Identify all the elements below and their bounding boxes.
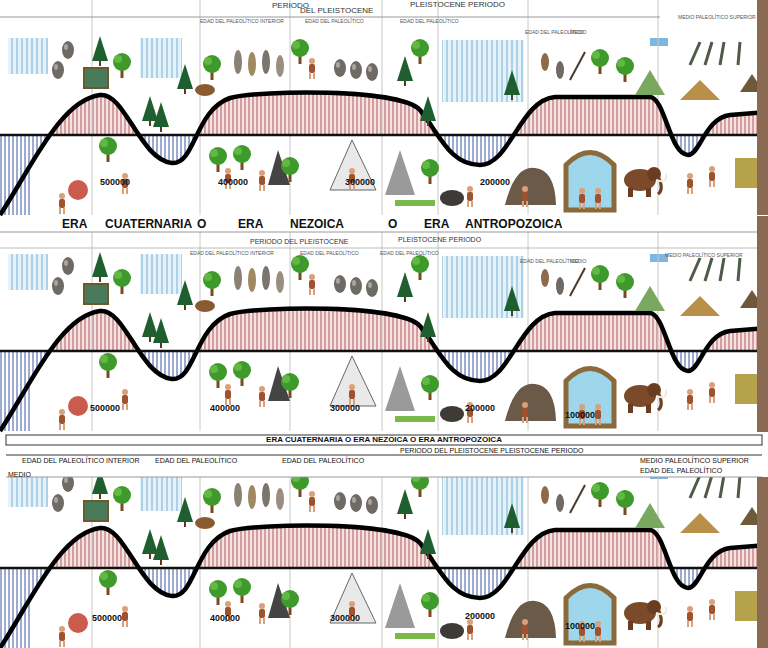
period-label: DEL PLEISTOCENE xyxy=(300,7,373,15)
title-row xyxy=(6,435,762,445)
age-label: EDAD DEL PALEOLÍTICO xyxy=(640,467,722,474)
year-number: 300000 xyxy=(330,404,360,413)
border-bar xyxy=(757,477,768,648)
era-word: O xyxy=(197,218,206,230)
header-line xyxy=(0,17,660,18)
age-label: EDAD DEL PALEOLÍTICO INTERIOR xyxy=(22,457,139,464)
age-label: MEDIO xyxy=(570,30,586,35)
period-label: PLEISTOCENE PERIODO xyxy=(398,236,481,243)
age-label: EDAD DEL PALEOLÍTICO xyxy=(520,259,579,264)
climate-strip-bottom xyxy=(0,433,768,648)
age-label: MEDIO xyxy=(570,259,586,264)
year-number: 100000 xyxy=(565,411,595,420)
age-label: EDAD DEL PALEOLÍTICO xyxy=(282,457,364,464)
era-word: ERA xyxy=(62,218,87,230)
year-number: 200000 xyxy=(480,178,510,187)
header-band xyxy=(0,216,768,232)
year-number: 400000 xyxy=(210,404,240,413)
era-word: ERA xyxy=(238,218,263,230)
age-label: EDAD DEL PALEOLÍTICO xyxy=(380,251,439,256)
year-number: 200000 xyxy=(465,612,495,621)
period-label: PLEISTOCENE PERIODO xyxy=(410,1,505,9)
age-label: MEDIO PALEOLÍTICO SUPERIOR xyxy=(665,253,743,258)
year-number: 400000 xyxy=(210,614,240,623)
year-number: 300000 xyxy=(330,614,360,623)
age-label: EDAD DEL PALEOLÍTICO INTERIOR xyxy=(200,19,284,24)
period-label: PERIODO DEL PLEISTOCENE xyxy=(250,238,348,245)
era-word: ERA xyxy=(424,218,449,230)
age-label: EDAD DEL PALEOLÍTICO xyxy=(155,457,237,464)
age-label: MEDIO PALEOLÍTICO SUPERIOR xyxy=(640,457,749,464)
era-word: NEZOICA xyxy=(290,218,344,230)
age-label: EDAD DEL PALEOLÍTICO xyxy=(400,19,459,24)
header-line xyxy=(6,455,762,456)
period-label: PERIODO DEL PLEISTOCENE PLEISTOCENE PERI… xyxy=(400,447,583,454)
year-number: 500000 xyxy=(100,178,130,187)
year-number: 300000 xyxy=(345,178,375,187)
header-line xyxy=(0,232,760,233)
era-word: ANTROPOZOICA xyxy=(465,218,562,230)
year-number: 200000 xyxy=(465,404,495,413)
year-number: 500000 xyxy=(92,614,122,623)
age-label: EDAD DEL PALEOLÍTICO xyxy=(305,19,364,24)
climate-strip-middle xyxy=(0,216,768,431)
age-label: EDAD DEL PALEOLÍTICO INTERIOR xyxy=(190,251,274,256)
era-word: CUATERNARIA xyxy=(105,218,192,230)
year-number: 500000 xyxy=(90,404,120,413)
age-label: MEDIO PALEOLÍTICO SUPERIOR xyxy=(678,15,756,20)
border-bar xyxy=(757,216,768,432)
header-line xyxy=(0,248,760,249)
header-band xyxy=(0,433,768,477)
year-number: 400000 xyxy=(218,178,248,187)
age-label: MEDIO xyxy=(8,471,31,478)
diagram-title: ERA CUATERNARIA O ERA NEZOICA O ERA ANTR… xyxy=(6,436,762,444)
era-word: O xyxy=(388,218,397,230)
border-bar xyxy=(757,0,768,215)
header-line xyxy=(6,477,762,478)
year-number: 100000 xyxy=(565,622,595,631)
climate-strip-top xyxy=(0,0,768,215)
age-label: EDAD DEL PALEOLÍTICO xyxy=(300,251,359,256)
